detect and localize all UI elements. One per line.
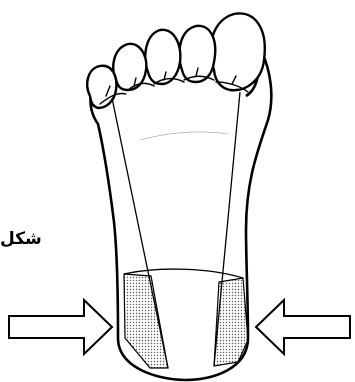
- arch-curve: [140, 132, 228, 140]
- heel-shade-left: [124, 274, 168, 368]
- left-arrow-icon: [256, 300, 350, 354]
- figure-caption: شکل: [0, 229, 42, 249]
- big-toe: [211, 13, 265, 90]
- right-arrow-icon: [9, 300, 112, 354]
- toes: [87, 13, 265, 108]
- heel-shade-right: [214, 278, 248, 366]
- toe-little: [87, 66, 116, 108]
- toe-third: [145, 30, 180, 84]
- heel-shaded-regions: [124, 274, 248, 368]
